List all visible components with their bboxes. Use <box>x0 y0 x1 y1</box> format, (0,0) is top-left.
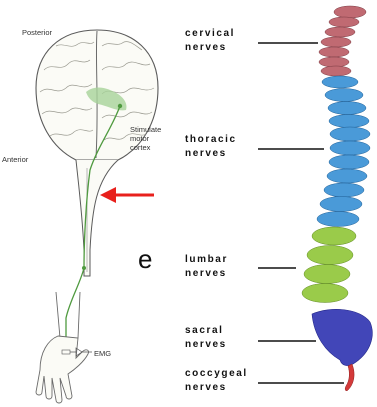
brain-figure <box>36 30 158 403</box>
lumbar-label-1: lumbar <box>185 254 228 265</box>
spine-lumbar <box>302 227 356 303</box>
cervical-label-2: nerves <box>185 42 227 53</box>
sacral-label-1: sacral <box>185 325 224 336</box>
anterior-label: Anterior <box>2 155 29 164</box>
cervical-label-1: cervical <box>185 28 235 39</box>
spine-thoracic <box>317 76 370 227</box>
spine-illustration <box>302 6 372 391</box>
coccygeal-label-1: coccygeal <box>185 368 248 379</box>
coccygeal-label-2: nerves <box>185 382 227 393</box>
red-arrow <box>100 187 154 203</box>
thoracic-label-1: thoracic <box>185 134 237 145</box>
stimulate-label-3: cortex <box>130 143 151 152</box>
arm <box>56 292 80 338</box>
stimulate-label-2: motor <box>130 134 150 143</box>
sacral-label-2: nerves <box>185 339 227 350</box>
spine-cervical <box>319 6 366 76</box>
partial-letter: e <box>138 244 152 274</box>
hand <box>36 336 89 403</box>
spine-coccygeal <box>345 364 354 391</box>
spine-sacral <box>312 309 372 365</box>
thoracic-label-2: nerves <box>185 148 227 159</box>
lumbar-label-2: nerves <box>185 268 227 279</box>
posterior-label: Posterior <box>22 28 53 37</box>
emg-label: EMG <box>94 349 111 358</box>
brainstem <box>76 160 118 276</box>
stimulate-label-1: Stimulate <box>130 125 161 134</box>
